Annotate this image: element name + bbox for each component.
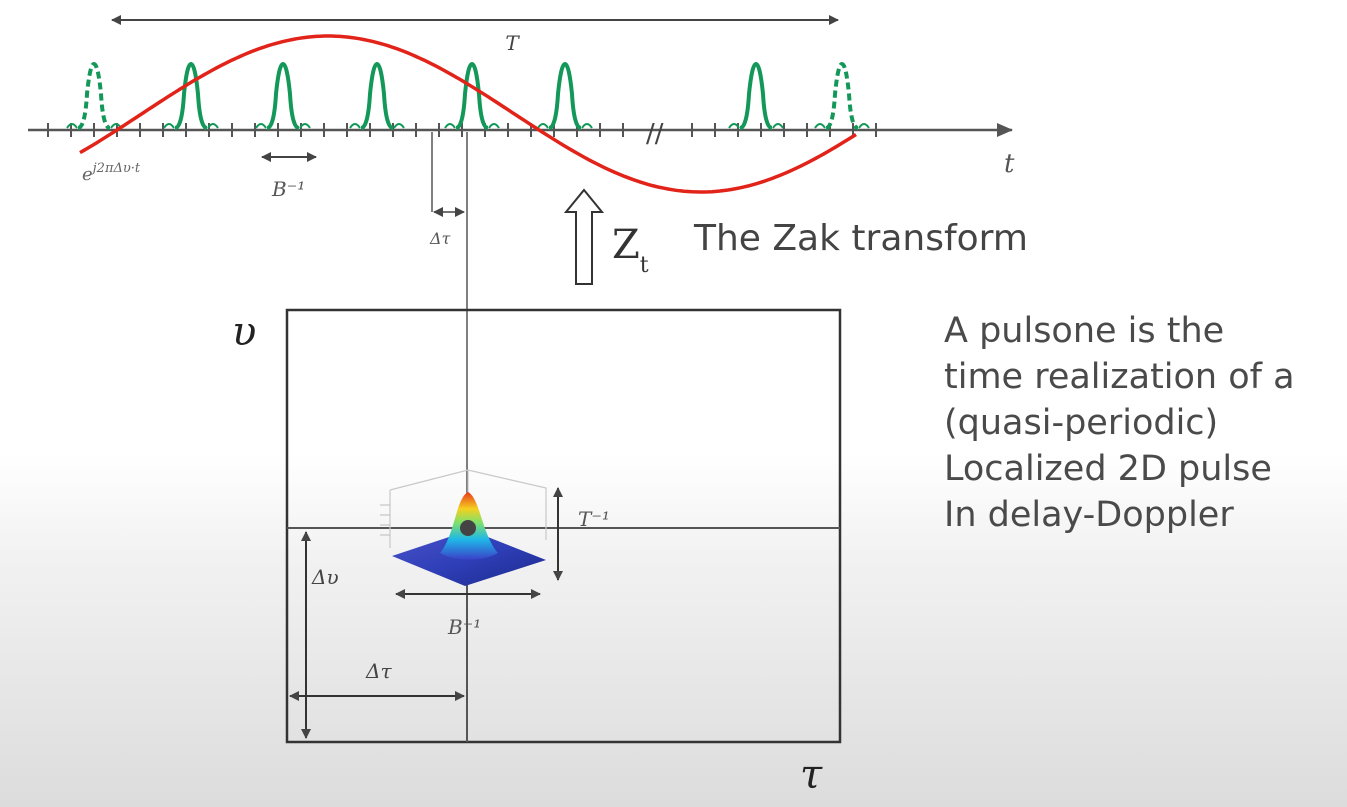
pulse — [77, 61, 111, 130]
pulse-sidelobe — [858, 123, 870, 129]
description-text: A pulsone is the time realization of a (… — [944, 308, 1344, 538]
pulse — [266, 61, 300, 130]
description-line: Localized 2D pulse — [944, 449, 1272, 489]
pulse-sidelobe — [207, 123, 219, 129]
description-line: (quasi-periodic) — [944, 403, 1219, 443]
zak-operator: Zt — [612, 222, 649, 278]
delay-offset-label: Δτ — [365, 659, 392, 683]
pulse — [455, 61, 489, 130]
pulse-sidelobe — [488, 123, 500, 129]
description-line: In delay-Doppler — [944, 495, 1234, 535]
pulse — [174, 61, 208, 130]
pulse-center-dot — [460, 520, 476, 536]
top-timeline: T // t ej2πΔυ·t B⁻¹ Δτ — [28, 15, 1015, 500]
pulse — [825, 61, 859, 130]
pulse-doppler-width-label: T⁻¹ — [578, 507, 610, 531]
description-line: time realization of a — [944, 357, 1295, 397]
pulse — [739, 61, 773, 130]
zak-transform-label: The Zak transform — [694, 218, 1028, 259]
pulse-delay-width-label: B⁻¹ — [447, 615, 481, 639]
delay-label-top: Δτ — [429, 229, 452, 248]
complex-exponential-curve — [79, 34, 857, 194]
pulse-sidelobe — [393, 123, 405, 129]
zak-transform-arrow: Zt — [563, 188, 649, 285]
pulse-sidelobe — [299, 123, 311, 129]
pulse-sidelobe — [581, 123, 593, 129]
pulse-sidelobe — [728, 123, 740, 129]
time-axis-label: t — [1004, 149, 1015, 179]
dd-plane-frame — [285, 308, 842, 744]
pulse-sidelobe — [814, 123, 826, 129]
pulse — [548, 61, 582, 130]
pulse-sidelobe — [349, 123, 361, 129]
pulse-sidelobe — [772, 123, 784, 129]
pulse — [360, 61, 394, 130]
axis-break-mark: // — [646, 119, 664, 149]
bandwidth-label: B⁻¹ — [271, 177, 305, 201]
pulse-sidelobe — [537, 123, 549, 129]
pulse-train — [66, 61, 870, 130]
delay-doppler-plane: υ τ Δυ Δτ T⁻¹ B⁻¹ — [232, 308, 842, 798]
localized-2d-pulse — [380, 469, 547, 586]
description-line: A pulsone is the — [944, 311, 1225, 351]
doppler-axis-label: υ — [232, 309, 256, 355]
pulse-sidelobe — [444, 123, 456, 129]
pulse-sidelobe — [163, 123, 175, 129]
exponential-label: ej2πΔυ·t — [82, 161, 141, 185]
period-label: T — [505, 31, 520, 55]
delay-axis-label: τ — [800, 752, 823, 798]
pulse-sidelobe — [66, 123, 78, 129]
doppler-offset-label: Δυ — [311, 565, 339, 589]
pulse-sidelobe — [255, 123, 267, 129]
